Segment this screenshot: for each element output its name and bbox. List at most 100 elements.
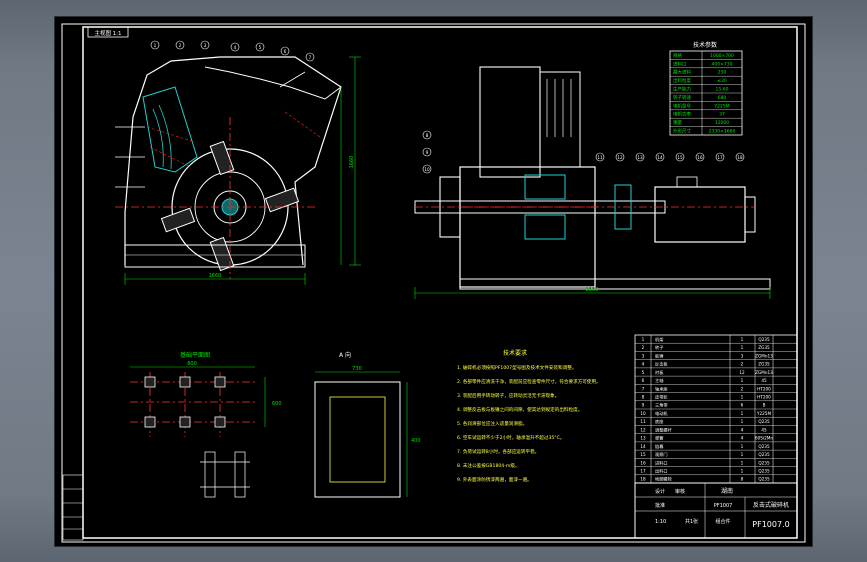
spec-label: 转子转速: [673, 94, 691, 101]
spec-label: 重量: [673, 119, 682, 126]
spec-value: 2330×1660: [709, 129, 736, 135]
part-material: 45: [761, 378, 767, 383]
feed-chute: [204, 66, 342, 100]
callout-bubble: [230, 42, 240, 52]
callout-number: 4: [234, 45, 237, 50]
part-name: 调整螺杆: [655, 426, 673, 433]
part-no: 17: [640, 468, 646, 473]
callout-number: 6: [284, 49, 287, 54]
title-block-designer: 设计: [655, 488, 665, 495]
part-no: 2: [642, 345, 645, 350]
part-qty: 1: [741, 337, 744, 342]
front-base: [124, 244, 306, 268]
part-material: Q235: [758, 444, 770, 449]
drawing-number: PF1007.0: [752, 520, 789, 529]
part-qty: 1: [741, 452, 744, 457]
callout-number: 3: [204, 43, 207, 48]
blow-bars: [160, 140, 300, 272]
part-name: 电动机: [655, 410, 668, 417]
tech-req-line: 7. 负荷试运转8小时，各部应运转平稳。: [457, 448, 539, 455]
callout-number: 12: [617, 155, 623, 160]
part-name: 地脚螺栓: [655, 476, 673, 483]
part-name: 轴承座: [655, 385, 668, 392]
spec-label: 生产能力: [673, 86, 691, 93]
part-material: 45: [761, 427, 767, 432]
part-no: 9: [642, 403, 645, 408]
front-dimensions: [124, 56, 361, 285]
front-view: 1660 1660: [115, 56, 361, 285]
part-qty: 1: [741, 419, 744, 424]
opening-w-dim: 730: [352, 366, 362, 372]
part-no: 12: [640, 427, 646, 432]
callout-number: 1: [154, 43, 157, 48]
callout-number: 7: [309, 55, 312, 60]
callout-bubble: [615, 152, 625, 162]
title-block-checker: 审核: [675, 488, 685, 495]
callout-number: 17: [717, 155, 723, 160]
part-material: HT200: [757, 394, 771, 399]
part-qty: 1: [741, 345, 744, 350]
part-material: ZGMn13: [755, 353, 773, 358]
motor-body: [654, 186, 746, 243]
part-qty: 1: [741, 411, 744, 416]
cad-viewport[interactable]: 主视图 1:1: [55, 17, 812, 546]
part-name: 机架: [655, 336, 663, 343]
part-name: 板锤: [655, 352, 663, 359]
part-material: Q235: [758, 337, 770, 342]
part-name: 出料口: [655, 467, 668, 474]
part-qty: 4: [741, 427, 744, 432]
title-block-material: 组合件: [715, 518, 730, 525]
part-material: ZG35: [758, 362, 770, 367]
callout-bubble: [655, 152, 665, 162]
tech-req-line: 2. 各部零件应清洗干净，装配前应检查零件尺寸，符合要求方可使用。: [457, 378, 601, 385]
part-no: 3: [642, 353, 645, 358]
callout-bubble: [715, 152, 725, 162]
callout-bubble: [200, 40, 210, 50]
part-name: 皮带轮: [655, 393, 668, 400]
part-material: Q235: [758, 452, 770, 457]
part-material: B: [763, 403, 766, 408]
callout-bubble: [635, 152, 645, 162]
adjusting-rods: [115, 71, 306, 188]
spec-value: 680: [718, 95, 727, 101]
callout-bubble: [422, 164, 432, 174]
part-name: 底座: [655, 418, 663, 425]
part-no: 14: [640, 444, 646, 449]
tech-req-line: 6. 空车试运转不少于2小时，轴承温升不超过35°C。: [457, 434, 564, 441]
part-name: 转子: [655, 344, 663, 351]
title-block-approver: 批准: [655, 502, 665, 509]
callout-bubble: [422, 147, 432, 157]
sheet-inner-border: [82, 26, 798, 539]
front-width-dim: 1660: [209, 273, 222, 279]
side-main-body: [459, 166, 596, 288]
part-no: 16: [640, 460, 646, 465]
motor-endcap: [744, 196, 756, 233]
part-name: 弹簧: [655, 435, 663, 442]
part-no: 18: [640, 477, 646, 482]
crusher-housing-outline: [124, 56, 342, 266]
part-material: Y225M: [756, 411, 772, 416]
technical-requirements: 技术要求 1. 破碎机必须按照PF1007型号图及技术文件安装和调整。2. 各部…: [457, 349, 601, 483]
part-material: ZGMn13: [755, 370, 773, 375]
motor-terminal-box: [676, 176, 698, 188]
tech-req-line: 8. 未注公差按GB1804-m级。: [457, 462, 520, 469]
title-block-scale: 1:10: [655, 519, 666, 525]
part-material: Q235: [758, 419, 770, 424]
callout-bubble: [735, 152, 745, 162]
part-qty: 4: [741, 436, 744, 441]
callout-bubble: [695, 152, 705, 162]
spec-label: 电机型号: [673, 102, 691, 109]
spec-value: 12000: [715, 120, 729, 126]
callout-bubble: [255, 42, 265, 52]
callout-number: 15: [677, 155, 683, 160]
part-qty: 8: [741, 477, 744, 482]
impact-plate: [142, 86, 198, 173]
spec-label: 外形尺寸: [673, 128, 691, 135]
opening-h-dim: 400: [411, 438, 421, 444]
part-no: 8: [642, 394, 645, 399]
spec-value: 1000×700: [710, 53, 734, 59]
callout-bubble: [305, 52, 315, 62]
part-name: 反击板: [655, 361, 668, 368]
